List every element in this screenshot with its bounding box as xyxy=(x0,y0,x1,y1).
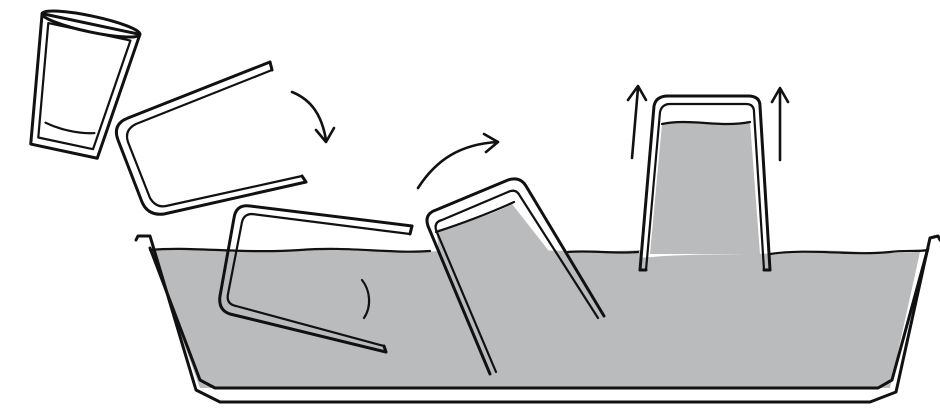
glass-icon xyxy=(640,96,770,270)
curved-arrow-icon xyxy=(292,92,334,142)
curved-arrow-icon xyxy=(418,134,498,188)
glass-icon xyxy=(15,6,142,162)
trapped-water xyxy=(650,122,760,254)
water-surface-middle xyxy=(568,251,638,252)
up-arrow-icon xyxy=(628,86,646,158)
up-arrow-icon xyxy=(772,88,788,160)
glass-icon xyxy=(116,62,306,214)
